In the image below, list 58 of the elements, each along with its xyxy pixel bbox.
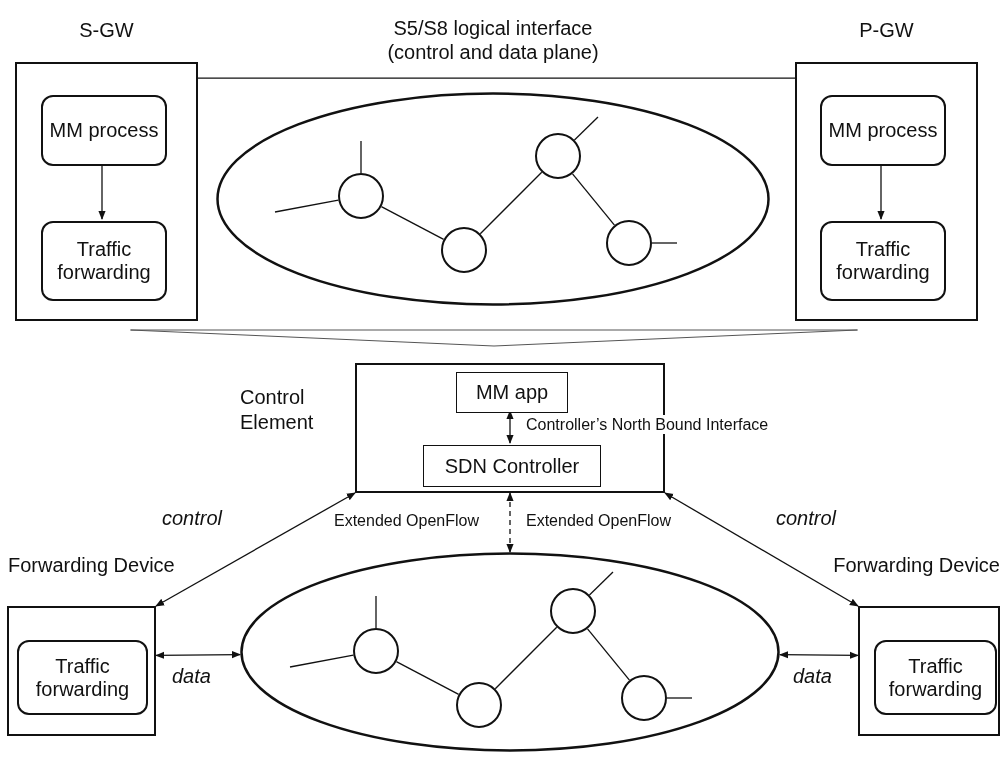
controller-box: SDN Controller <box>423 445 601 487</box>
edge-label: Extended OpenFlow <box>526 511 671 531</box>
arrow <box>506 410 514 444</box>
edge-label: data <box>172 664 211 688</box>
process-box: MM process <box>41 95 167 166</box>
network-node-circle <box>456 682 502 728</box>
network-ellipse <box>216 92 770 306</box>
arrow <box>506 492 514 553</box>
link-line <box>666 697 693 699</box>
arrow <box>877 163 885 220</box>
network-node-circle <box>441 227 487 273</box>
gateway-box <box>15 62 198 321</box>
process-box: Traffic forwarding <box>41 221 167 301</box>
link-line <box>375 595 377 629</box>
arrow <box>155 492 356 607</box>
edge-label: control <box>162 506 223 530</box>
link-line <box>380 206 445 240</box>
process-box: Traffic forwarding <box>820 221 946 301</box>
box-heading: Control Element <box>240 385 315 435</box>
link-line <box>651 242 678 244</box>
arrow <box>779 651 859 659</box>
arrow <box>98 163 106 220</box>
connector-line <box>197 77 796 79</box>
device-box <box>7 606 156 736</box>
link-line <box>479 171 543 235</box>
box-heading: Forwarding Device <box>832 553 1000 578</box>
gateway-box <box>795 62 978 321</box>
link-line <box>588 571 614 596</box>
link-line <box>494 626 558 690</box>
process-box: Traffic forwarding <box>874 640 997 715</box>
process-box: MM process <box>820 95 946 166</box>
funnel-triangle <box>130 329 858 347</box>
link-line <box>586 628 631 681</box>
interface-label: Extended OpenFlow <box>334 511 479 531</box>
edge-label: data <box>793 664 832 688</box>
process-box: Traffic forwarding <box>17 640 148 715</box>
link-line <box>395 661 460 695</box>
box-heading: S-GW <box>78 18 135 43</box>
arrow <box>664 492 859 607</box>
edge-label: control <box>776 506 837 530</box>
link-line <box>571 173 616 226</box>
link-line <box>289 654 355 668</box>
app-box: MM app <box>456 372 568 413</box>
link-line <box>573 116 599 141</box>
device-box <box>858 606 1000 736</box>
network-node-circle <box>550 588 596 634</box>
network-ellipse <box>240 552 780 752</box>
network-node-circle <box>353 628 399 674</box>
network-node-circle <box>621 675 667 721</box>
edge-label: S5/S8 logical interface (control and data plane) <box>386 16 600 64</box>
network-node-circle <box>606 220 652 266</box>
link-line <box>360 140 362 174</box>
box-heading: P-GW <box>858 18 915 43</box>
box-heading: Forwarding Device <box>8 553 176 578</box>
arrow <box>155 651 241 659</box>
network-node-circle <box>535 133 581 179</box>
network-node-circle <box>338 173 384 219</box>
link-line <box>274 199 340 213</box>
